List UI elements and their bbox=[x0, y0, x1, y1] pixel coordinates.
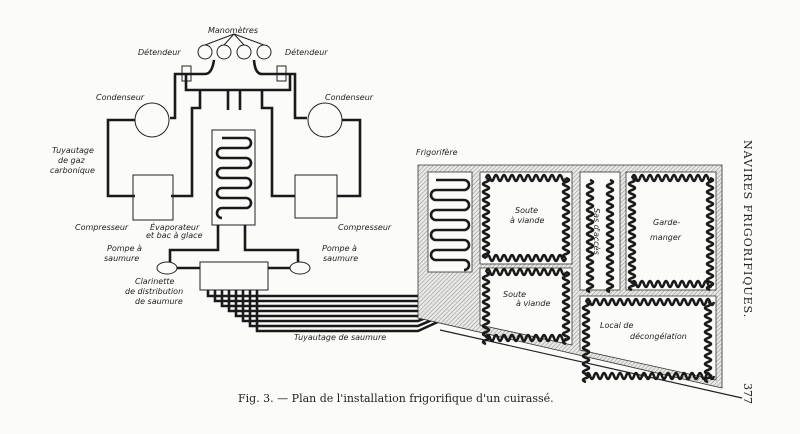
label-soute-top-2: à viande bbox=[510, 216, 544, 225]
manometer-gauges bbox=[197, 33, 272, 60]
label-decongelation-1: Local de bbox=[600, 321, 633, 330]
label-pompe-right-2: saumure bbox=[323, 254, 358, 263]
room-frigorifere bbox=[427, 171, 473, 273]
label-condenseur-left: Condenseur bbox=[96, 93, 145, 102]
label-detendeur-left: Détendeur bbox=[138, 47, 181, 57]
running-head: NAVIRES FRIGORIFIQUES. bbox=[741, 140, 754, 318]
brine-distribution-manifold bbox=[199, 261, 269, 291]
label-decongelation-2: décongélation bbox=[630, 331, 687, 341]
figure-caption: Fig. 3. — Plan de l'installation frigori… bbox=[238, 392, 554, 405]
label-tuyautage-gaz-2: de gaz bbox=[58, 156, 86, 165]
label-evaporateur-2: et bac à glace bbox=[146, 231, 203, 240]
label-garde-manger-2: manger bbox=[650, 233, 682, 242]
coil-room-3 bbox=[581, 297, 716, 384]
cold-rooms bbox=[417, 164, 743, 399]
coil-frigorifere bbox=[429, 178, 471, 272]
label-pompe-left-1: Pompe à bbox=[107, 244, 142, 253]
compressor-right bbox=[294, 174, 338, 219]
label-tuyautage-gaz-1: Tuyautage bbox=[52, 146, 94, 155]
room-garde-manger bbox=[625, 171, 717, 291]
room-coils bbox=[429, 173, 716, 384]
label-frigorifere: Frigorifère bbox=[416, 147, 458, 157]
label-clarinette-1: Clarinette bbox=[135, 277, 174, 286]
room-soute-a-viande-top bbox=[479, 171, 573, 265]
label-soute-bottom-2: à viande bbox=[516, 299, 550, 308]
label-pompe-right-1: Pompe à bbox=[322, 244, 357, 253]
label-clarinette-2: de distribution bbox=[125, 287, 183, 296]
label-compresseur-left: Compresseur bbox=[75, 223, 129, 232]
label-soute-bottom-1: Soute bbox=[503, 290, 526, 299]
evaporator-ice-tank bbox=[211, 129, 256, 226]
label-evaporateur-1: Évaporateur bbox=[150, 221, 200, 232]
label-sas-d-acces: Sas d'accès bbox=[592, 208, 602, 255]
page-number: 377 bbox=[741, 383, 754, 404]
label-soute-top-1: Soute bbox=[515, 206, 538, 215]
label-compresseur-right: Compresseur bbox=[338, 223, 392, 232]
brine-pump-right bbox=[289, 261, 311, 275]
label-detendeur-right: Détendeur bbox=[285, 47, 328, 57]
compressor-left bbox=[132, 174, 174, 221]
label-clarinette-3: de saumure bbox=[135, 297, 183, 306]
label-manometres: Manomètres bbox=[208, 25, 258, 35]
label-condenseur-right: Condenseur bbox=[325, 93, 374, 102]
brine-pump-left bbox=[156, 261, 178, 275]
coil-room-0 bbox=[481, 173, 571, 263]
label-tuyautage-saumure: Tuyautage de saumure bbox=[294, 333, 386, 342]
room-local-de-decongelation bbox=[579, 295, 717, 381]
coil-room-2 bbox=[627, 173, 715, 292]
label-tuyautage-gaz-3: carbonique bbox=[50, 166, 95, 175]
labels: Manomètres Détendeur Détendeur Condenseu… bbox=[50, 25, 687, 342]
condenser-left bbox=[134, 102, 170, 138]
label-garde-manger-1: Garde- bbox=[653, 218, 680, 227]
label-pompe-left-2: saumure bbox=[104, 254, 139, 263]
coil-sas bbox=[585, 178, 615, 294]
coil-room-1 bbox=[481, 267, 571, 346]
room-soute-a-viande-bottom bbox=[479, 267, 573, 346]
condenser-right bbox=[307, 102, 343, 138]
